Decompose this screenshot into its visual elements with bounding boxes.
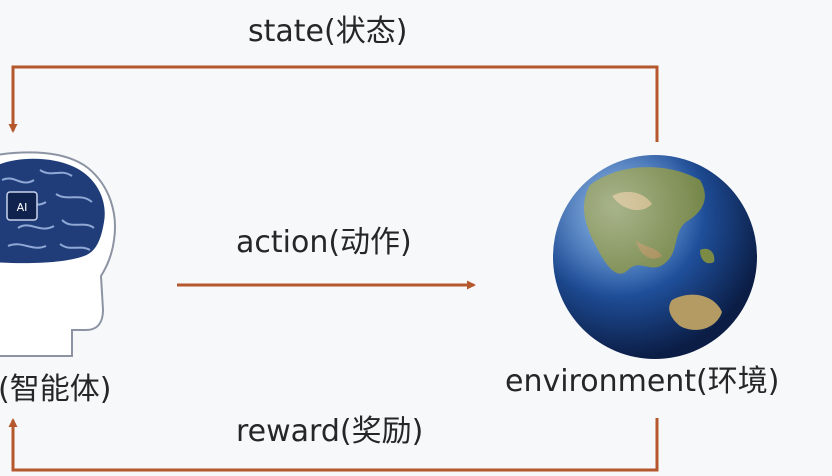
brain-icon — [0, 158, 105, 264]
action-label: action(动作) — [236, 225, 412, 260]
environment-label: environment(环境) — [505, 364, 780, 399]
earth-globe-icon — [553, 155, 757, 359]
agent-label: (智能体) — [0, 372, 112, 407]
ai-chip-text: AI — [17, 201, 28, 214]
state-arrow — [8, 65, 659, 142]
reward-arrow — [8, 418, 659, 472]
reward-label: reward(奖励) — [236, 414, 424, 449]
ai-chip-icon: AI — [6, 191, 38, 221]
state-label: state(状态) — [248, 14, 408, 49]
